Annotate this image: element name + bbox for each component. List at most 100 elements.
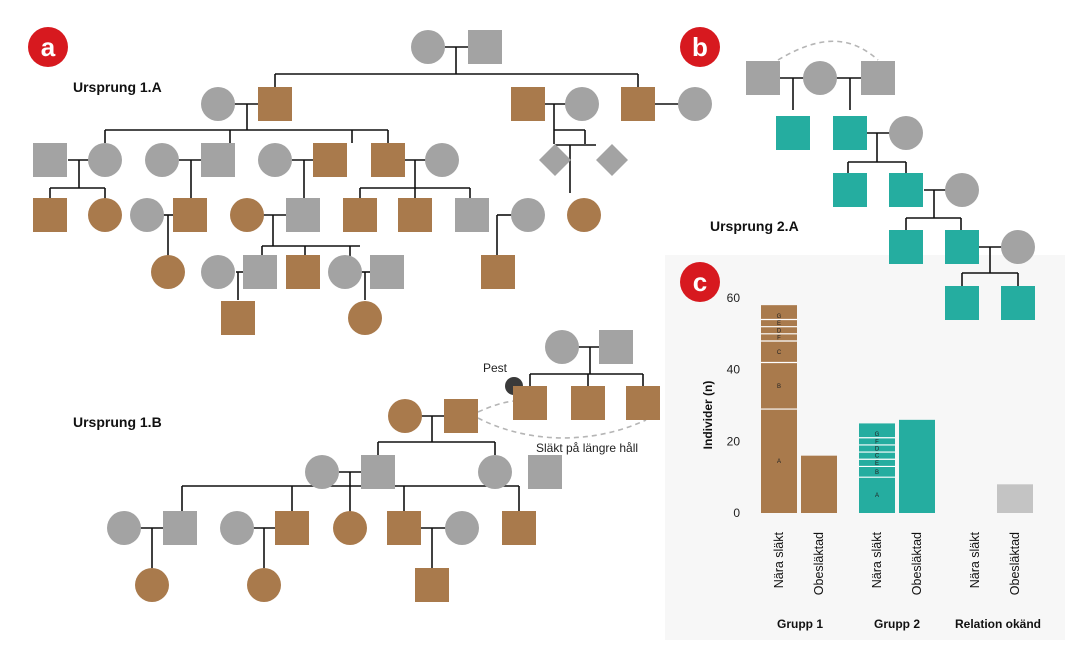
female-circle-icon [511,198,545,232]
male-square-icon [746,61,780,95]
pedigree-lines [49,46,1019,568]
badge-letter: a [41,32,56,62]
segment-label: D [777,328,782,334]
segment-label: E [777,321,781,327]
female-circle-icon [411,30,445,64]
male-square-icon [343,198,377,232]
badge-letter: c [693,267,707,297]
female-circle-icon [889,116,923,150]
female-circle-icon [135,568,169,602]
segment-label: G [777,314,782,320]
distant-relation-dashes [477,40,879,439]
male-square-icon [313,143,347,177]
male-square-icon [945,230,979,264]
female-circle-icon [348,301,382,335]
male-square-icon [468,30,502,64]
male-square-icon [528,455,562,489]
segment-label: B [875,470,879,476]
male-square-icon [833,116,867,150]
badge-circle [680,27,720,67]
male-square-icon [361,455,395,489]
male-square-icon [776,116,810,150]
unknown-sex-diamond-icon [539,144,571,176]
male-square-icon [455,198,489,232]
female-circle-icon [88,143,122,177]
segment-label: D [875,447,880,453]
segment-label: F [777,335,781,341]
y-axis-label: Individer (n) [701,381,715,450]
badge-circle [28,27,68,67]
segment-label: B [777,384,781,390]
segment-label: G [875,432,880,438]
unknown-sex-diamond-icon [596,144,628,176]
male-square-icon [33,143,67,177]
female-circle-icon [388,399,422,433]
label-ursprung-1a: Ursprung 1.A [73,79,162,95]
category-label: Nära släkt [772,531,786,588]
segment-label: E [875,461,879,467]
pedigree-nodes [33,30,1035,602]
male-square-icon [444,399,478,433]
panel-a-badge: a [28,27,68,67]
male-square-icon [286,198,320,232]
bar [997,484,1033,513]
badge-circle [680,262,720,302]
male-square-icon [626,386,660,420]
dashed-link [777,40,879,61]
female-circle-icon [678,87,712,121]
y-tick-label: 60 [727,291,741,305]
male-square-icon [861,61,895,95]
male-square-icon [513,386,547,420]
annotation-pest: Pest [483,361,508,375]
panel-b-badge: b [680,27,720,67]
male-square-icon [833,173,867,207]
male-square-icon [889,173,923,207]
male-square-icon [945,286,979,320]
category-label: Obesläktad [1008,532,1022,595]
female-circle-icon [478,455,512,489]
male-square-icon [258,87,292,121]
male-square-icon [370,255,404,289]
male-square-icon [163,511,197,545]
male-square-icon [481,255,515,289]
label-ursprung-2a: Ursprung 2.A [710,218,799,234]
male-square-icon [502,511,536,545]
male-square-icon [243,255,277,289]
male-square-icon [571,386,605,420]
segment-label: C [777,350,782,356]
male-square-icon [173,198,207,232]
female-circle-icon [425,143,459,177]
female-circle-icon [328,255,362,289]
male-square-icon [889,230,923,264]
female-circle-icon [803,61,837,95]
female-circle-icon [305,455,339,489]
y-tick-label: 40 [727,363,741,377]
male-square-icon [621,87,655,121]
female-circle-icon [258,143,292,177]
female-circle-icon [130,198,164,232]
female-circle-icon [945,173,979,207]
panel-c-badge: c [680,262,720,302]
dashed-link [477,399,546,413]
female-circle-icon [333,511,367,545]
male-square-icon [201,143,235,177]
male-square-icon [371,143,405,177]
bar [801,455,837,513]
label-ursprung-1b: Ursprung 1.B [73,414,162,430]
female-circle-icon [107,511,141,545]
female-circle-icon [220,511,254,545]
segment-label: C [875,454,880,460]
group-label: Grupp 1 [777,617,823,631]
male-square-icon [33,198,67,232]
female-circle-icon [145,143,179,177]
female-circle-icon [567,198,601,232]
badge-letter: b [692,32,708,62]
category-label: Obesläktad [812,532,826,595]
y-tick-label: 20 [727,434,741,448]
category-label: Nära släkt [870,531,884,588]
annotation-distant-relatives: Släkt på längre håll [536,441,638,455]
male-square-icon [599,330,633,364]
female-circle-icon [247,568,281,602]
